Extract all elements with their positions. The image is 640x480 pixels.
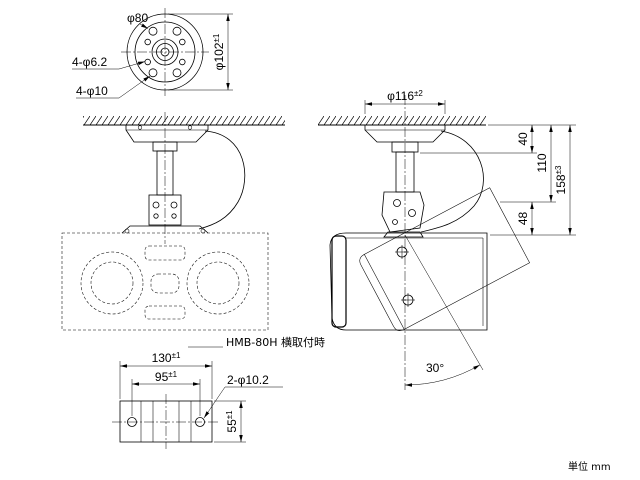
hole-pitch-tolerance: ±1 bbox=[168, 370, 177, 379]
units-note: 単位 mm bbox=[568, 460, 611, 473]
hub-inner-circle bbox=[160, 47, 170, 57]
large-hole bbox=[148, 68, 158, 78]
bracket-bolt bbox=[408, 209, 416, 217]
large-holes-label: 4-φ10 bbox=[76, 84, 108, 98]
bracket-dimensions: 130±1 95±1 2-φ10.2 55±1 bbox=[119, 351, 283, 443]
small-hole bbox=[179, 38, 186, 46]
plate-end-bump bbox=[124, 228, 130, 234]
speaker-cabinet bbox=[61, 232, 269, 331]
ceiling-hatch bbox=[318, 116, 486, 125]
bolt-circle-label: φ80 bbox=[127, 11, 148, 25]
front-view bbox=[61, 112, 269, 331]
plate-diameter-value: φ116 bbox=[387, 89, 414, 103]
dim-110-text: 110 bbox=[535, 153, 549, 172]
tilt-angle-text: 30° bbox=[426, 361, 444, 375]
base-screw bbox=[137, 125, 143, 130]
swivel-bracket bbox=[148, 194, 182, 226]
speaker-tilted-30deg bbox=[359, 187, 530, 331]
side-view bbox=[329, 95, 530, 390]
plate-diameter-text: φ116±2 bbox=[387, 89, 423, 103]
bracket-bolt bbox=[171, 213, 177, 219]
speaker-mounting-plate bbox=[121, 225, 209, 234]
speaker-front-grille bbox=[331, 235, 347, 328]
tilt-reference-line bbox=[404, 234, 484, 371]
tilted-speaker-front-face bbox=[364, 254, 405, 330]
hole-pitch-text: 95±1 bbox=[155, 370, 178, 384]
bolt-circle-leader bbox=[139, 23, 149, 29]
bracket-hole bbox=[195, 417, 205, 427]
plate-diameter-dimension: φ116±2 bbox=[364, 89, 446, 114]
left-woofer bbox=[80, 251, 144, 315]
large-hole bbox=[172, 68, 182, 78]
dim-48-text: 48 bbox=[516, 212, 530, 226]
small-hole bbox=[144, 58, 151, 66]
hub-outer-circle bbox=[151, 38, 179, 66]
bracket-foot-plate bbox=[383, 231, 424, 238]
right-woofer-cone bbox=[196, 261, 240, 305]
height-dimensions: 40 110 158±3 48 bbox=[420, 124, 576, 236]
upper-port bbox=[144, 245, 186, 261]
speaker-body bbox=[329, 232, 488, 331]
large-hole bbox=[148, 26, 158, 36]
width-value: 130 bbox=[152, 351, 172, 365]
plate-end-bump bbox=[200, 228, 206, 234]
dim-158-tolerance: ±3 bbox=[554, 165, 563, 174]
base-screw bbox=[187, 125, 193, 130]
speaker-outline-front bbox=[61, 232, 269, 331]
small-holes-label: 4-φ6.2 bbox=[72, 55, 107, 69]
bracket-bolt bbox=[153, 213, 159, 219]
ceiling-left bbox=[83, 116, 285, 126]
plate-bolt-circle bbox=[134, 21, 196, 83]
height-text: 55±1 bbox=[225, 410, 239, 433]
ceiling-right bbox=[318, 116, 486, 126]
tilted-speaker-body bbox=[359, 187, 530, 331]
lower-port bbox=[144, 305, 186, 320]
width-tolerance: ±1 bbox=[172, 351, 181, 360]
outer-diameter-tolerance: ±1 bbox=[212, 33, 221, 42]
plate-diameter-tolerance: ±2 bbox=[414, 89, 423, 98]
dim-40-text: 40 bbox=[516, 132, 530, 146]
bracket-holes-leader bbox=[203, 386, 283, 419]
outer-diameter-value: φ102 bbox=[212, 42, 226, 70]
left-woofer-cone bbox=[90, 261, 134, 305]
width-text: 130±1 bbox=[152, 351, 181, 365]
large-hole bbox=[172, 26, 182, 36]
bracket-hole bbox=[127, 417, 137, 427]
bracket-holes-label: 2-φ10.2 bbox=[227, 373, 269, 387]
height-tolerance: ±1 bbox=[225, 410, 234, 419]
bracket-bolt bbox=[393, 199, 401, 207]
model-note: HMB-80H 横取付時 bbox=[188, 335, 325, 349]
small-hole bbox=[144, 38, 151, 46]
small-holes-leader bbox=[72, 61, 146, 70]
small-hole bbox=[179, 58, 186, 66]
height-value: 55 bbox=[225, 419, 239, 433]
outer-diameter-dimension: φ102±1 bbox=[168, 13, 233, 91]
outer-diameter-text: φ102±1 bbox=[212, 33, 226, 70]
tweeter bbox=[150, 273, 180, 294]
bracket-bolt bbox=[392, 219, 398, 225]
bracket-plate-view bbox=[112, 394, 220, 449]
hub-middle-circle bbox=[156, 43, 174, 61]
speaker-horizontal bbox=[329, 232, 488, 331]
hole-pitch-value: 95 bbox=[155, 370, 169, 384]
ceiling-hatch bbox=[83, 116, 285, 125]
swivel-bracket bbox=[381, 191, 425, 233]
mounting-plate-top-view bbox=[121, 8, 209, 96]
large-holes-leader bbox=[76, 75, 151, 99]
tilt-arc bbox=[404, 364, 481, 387]
bracket-bolt bbox=[152, 201, 160, 209]
speaker-cable bbox=[198, 130, 246, 230]
tilt-angle-dimension bbox=[404, 234, 484, 387]
top-view-annotations: φ80 4-φ6.2 4-φ10 φ102±1 bbox=[72, 11, 233, 99]
dim-158-value: 158 bbox=[554, 174, 568, 194]
right-woofer bbox=[186, 251, 250, 315]
model-note-text: HMB-80H 横取付時 bbox=[226, 335, 325, 349]
speaker-cable bbox=[420, 130, 484, 233]
dim-158-text: 158±3 bbox=[554, 165, 568, 194]
plate-outer-edge bbox=[126, 13, 204, 91]
bracket-bolt bbox=[170, 201, 178, 209]
